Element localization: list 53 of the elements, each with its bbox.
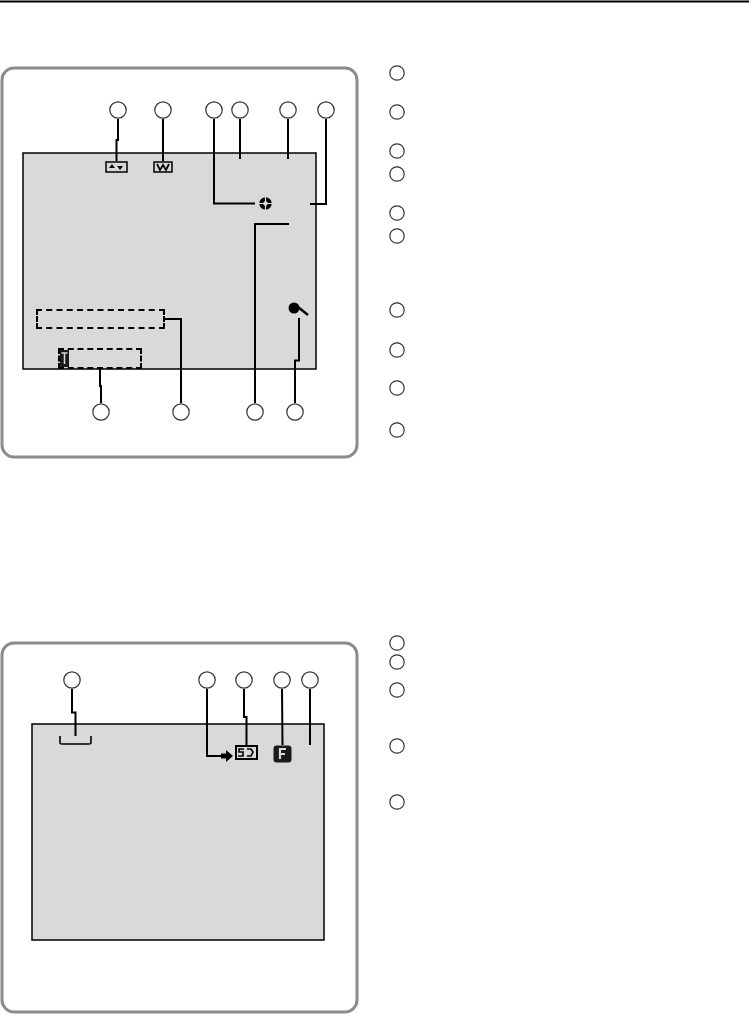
callout-circle [389, 166, 405, 182]
leader-line [206, 688, 222, 757]
callout-circle [389, 654, 405, 670]
w-icon [153, 161, 173, 173]
callout-circle [273, 671, 291, 689]
dashed-box [58, 348, 142, 369]
callout-circle [198, 671, 216, 689]
callout-circle [301, 671, 319, 689]
leader-line [287, 118, 289, 160]
callout-circle [389, 104, 405, 120]
callout-circle [109, 101, 127, 119]
callout-circle [389, 302, 405, 318]
leader-line [115, 118, 119, 162]
callout-circle [231, 101, 249, 119]
callout-circle [389, 738, 405, 754]
leader-line [71, 688, 77, 737]
callout-circle [389, 228, 405, 244]
callout-circle [389, 380, 405, 396]
callout-circle [317, 101, 335, 119]
microphone-icon [288, 300, 310, 318]
callout-circle [279, 101, 297, 119]
leader-line [162, 118, 164, 162]
callout-circle [389, 794, 405, 810]
callout-circle [389, 342, 405, 358]
leader-line [164, 318, 182, 404]
leader-line [281, 688, 284, 746]
arrow-icon [221, 750, 233, 762]
leader-line [99, 368, 102, 404]
leader-line [254, 223, 290, 404]
updown-arrows-icon [105, 161, 128, 173]
callout-circle [63, 671, 81, 689]
card-icon [235, 745, 258, 760]
callout-circle [246, 403, 264, 421]
leader-line [309, 118, 327, 205]
leader-line [309, 688, 311, 746]
leader-line [294, 317, 300, 404]
callout-circle [92, 403, 110, 421]
leader-line [243, 688, 248, 746]
callout-circle [389, 682, 405, 698]
callout-circle [286, 403, 304, 421]
dashed-box [36, 309, 165, 329]
leader-line [239, 118, 241, 160]
bracket-mark [59, 736, 92, 745]
callout-circle [389, 422, 405, 438]
leader-line [213, 118, 256, 205]
callout-circle [389, 635, 405, 651]
callout-circle [389, 65, 405, 81]
callout-circle [205, 101, 223, 119]
callout-circle [172, 403, 190, 421]
callout-circle [389, 143, 405, 159]
callout-circle [154, 101, 172, 119]
callout-circle [389, 205, 405, 221]
callout-circle [235, 671, 253, 689]
